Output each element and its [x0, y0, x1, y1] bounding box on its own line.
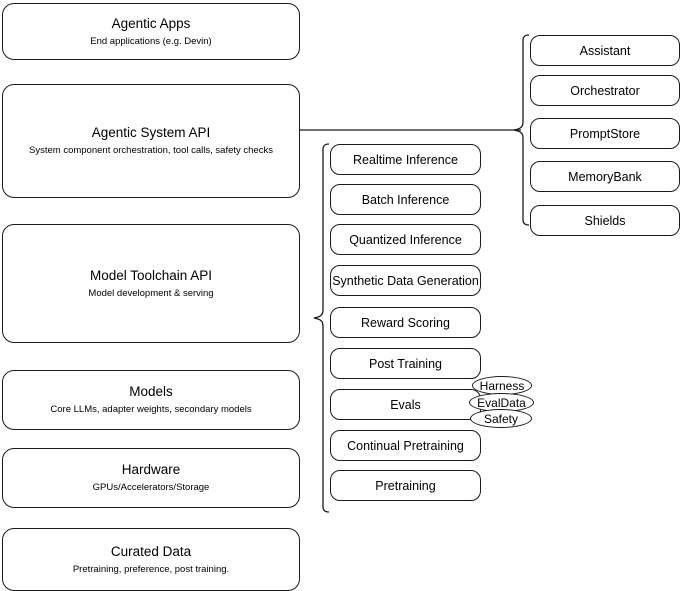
toolchain-item-label: Pretraining [375, 478, 436, 493]
layer-title: Models [129, 384, 173, 400]
toolchain-item-label: Quantized Inference [349, 232, 462, 247]
layer-subtitle: Pretraining, preference, post training. [72, 563, 230, 575]
toolchain-item-label: Synthetic Data Generation [332, 273, 479, 288]
system-item-label: PromptStore [569, 126, 641, 141]
toolchain-item-evals[interactable]: Evals [330, 389, 481, 420]
toolchain-item-continual-pretraining[interactable]: Continual Pretraining [330, 430, 481, 461]
toolchain-item-realtime-inference[interactable]: Realtime Inference [330, 144, 481, 175]
eval-badge-label: Safety [483, 411, 519, 426]
layer-box-models[interactable]: Models Core LLMs, adapter weights, secon… [2, 370, 300, 430]
eval-badge-label: Harness [479, 378, 525, 393]
layer-box-agentic-apps[interactable]: Agentic Apps End applications (e.g. Devi… [2, 3, 300, 60]
system-item-label: Orchestrator [570, 83, 640, 98]
layer-title: Curated Data [110, 543, 192, 559]
layer-box-curated-data[interactable]: Curated Data Pretraining, preference, po… [2, 528, 300, 591]
toolchain-item-batch-inference[interactable]: Batch Inference [330, 184, 481, 215]
system-item-shields[interactable]: Shields [530, 205, 680, 236]
system-item-label: MemoryBank [568, 169, 642, 184]
layer-title: Agentic System API [91, 125, 211, 141]
layer-subtitle: Core LLMs, adapter weights, secondary mo… [50, 404, 252, 415]
layer-box-hardware[interactable]: Hardware GPUs/Accelerators/Storage [2, 448, 300, 508]
layer-subtitle: End applications (e.g. Devin) [90, 35, 212, 47]
toolchain-item-post-training[interactable]: Post Training [330, 348, 481, 379]
system-item-label: Assistant [579, 43, 631, 58]
toolchain-item-label: Batch Inference [361, 192, 450, 207]
toolchain-item-reward-scoring[interactable]: Reward Scoring [330, 307, 481, 338]
layer-title: Agentic Apps [111, 15, 191, 31]
system-item-label: Shields [584, 213, 626, 228]
eval-badge-safety[interactable]: Safety [470, 409, 532, 428]
layer-box-agentic-system-api[interactable]: Agentic System API System component orch… [2, 84, 300, 198]
toolchain-item-pretraining[interactable]: Pretraining [330, 470, 481, 501]
toolchain-item-label: Post Training [369, 356, 442, 371]
system-item-memorybank[interactable]: MemoryBank [530, 161, 680, 192]
layer-subtitle: System component orchestration, tool cal… [29, 145, 273, 156]
system-item-orchestrator[interactable]: Orchestrator [530, 75, 680, 106]
toolchain-item-synthetic-data-generation[interactable]: Synthetic Data Generation [330, 265, 481, 296]
eval-badge-label: EvalData [477, 395, 526, 410]
layer-title: Model Toolchain API [89, 267, 213, 283]
toolchain-item-label: Evals [390, 397, 421, 412]
layer-box-model-toolchain-api[interactable]: Model Toolchain API Model development & … [2, 224, 300, 343]
toolchain-item-label: Reward Scoring [361, 315, 450, 330]
layer-subtitle: GPUs/Accelerators/Storage [92, 482, 210, 493]
brace-system-components [513, 34, 530, 226]
layer-title: Hardware [121, 462, 181, 478]
toolchain-item-quantized-inference[interactable]: Quantized Inference [330, 224, 481, 255]
layer-subtitle: Model development & serving [88, 287, 214, 299]
toolchain-item-label: Continual Pretraining [347, 438, 464, 453]
brace-toolchain-components [313, 143, 330, 513]
toolchain-item-label: Realtime Inference [353, 152, 458, 167]
system-item-assistant[interactable]: Assistant [530, 35, 680, 66]
system-item-promptstore[interactable]: PromptStore [530, 118, 680, 149]
